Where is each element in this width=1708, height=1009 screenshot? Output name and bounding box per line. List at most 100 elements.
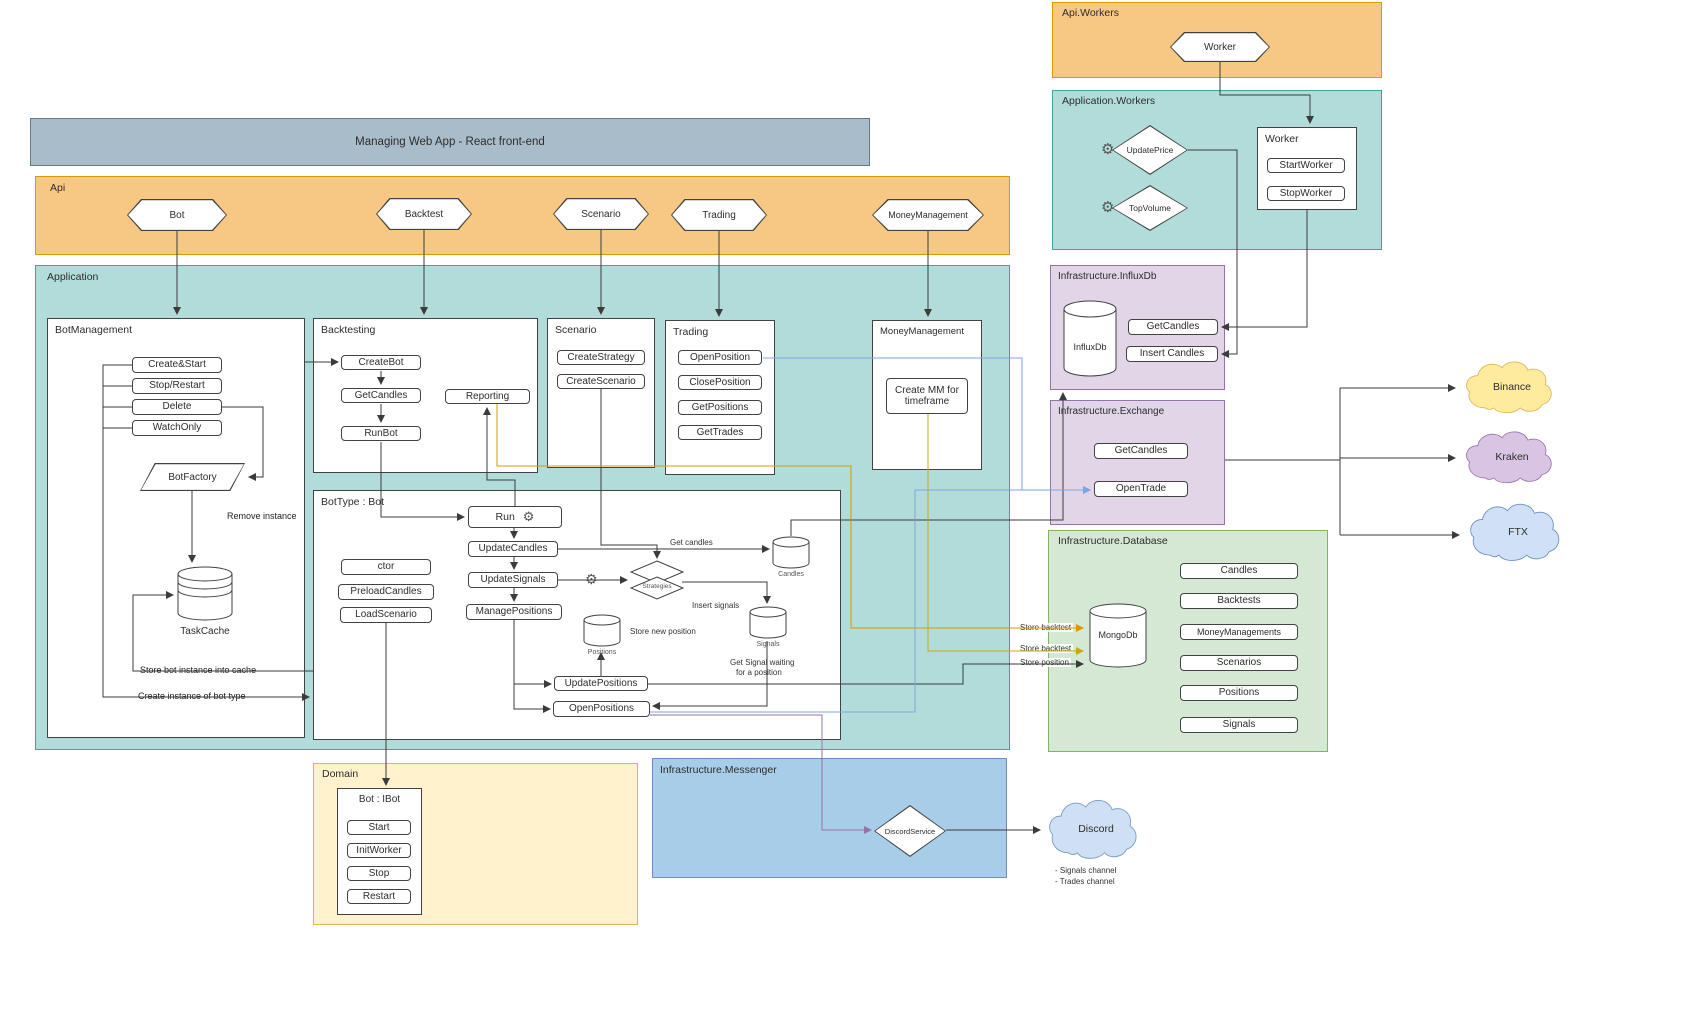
stop-button: Stop xyxy=(347,866,411,881)
update-signals-button: UpdateSignals xyxy=(468,572,558,588)
run-bot-button: RunBot xyxy=(341,426,421,441)
exchange-region-title: Infrastructure.Exchange xyxy=(1058,406,1165,417)
api-endpoint-scenario-label: Scenario xyxy=(554,199,648,229)
api-endpoint-trading-label: Trading xyxy=(672,200,766,230)
bot-type-title: BotType : Bot xyxy=(321,496,385,508)
cloud-shape xyxy=(1466,361,1552,414)
influx-insert-candles-button: Insert Candles xyxy=(1126,346,1218,362)
api-endpoint-backtest-label: Backtest xyxy=(377,199,471,229)
get-trades-button: GetTrades xyxy=(678,425,762,440)
moneymanagements-collection: MoneyManagements xyxy=(1180,624,1298,640)
api-endpoint-backtest: Backtest xyxy=(376,198,472,230)
bot-factory-shape: BotFactory xyxy=(140,463,245,491)
messenger-region xyxy=(652,758,1007,878)
application-workers-region-title: Application.Workers xyxy=(1062,95,1156,107)
preload-candles-button: PreloadCandles xyxy=(338,584,434,600)
candles-collection: Candles xyxy=(1180,563,1298,579)
money-management-title: MoneyManagement xyxy=(880,326,964,337)
run-label: Run xyxy=(495,510,515,523)
application-region-title: Application xyxy=(47,271,99,283)
api-endpoint-moneymanagement-label: MoneyManagement xyxy=(873,200,983,230)
restart-button: Restart xyxy=(347,889,411,904)
binance-label: Binance xyxy=(1493,381,1531,393)
manage-positions-button: ManagePositions xyxy=(466,604,562,620)
edge-exchange-trunk xyxy=(1225,388,1341,535)
api-endpoint-scenario: Scenario xyxy=(553,198,649,230)
binance-cloud: Binance xyxy=(1462,358,1562,416)
create-instance-note: Create instance of bot type xyxy=(136,691,248,701)
domain-region-title: Domain xyxy=(322,768,359,780)
database-region-title: Infrastructure.Database xyxy=(1058,535,1168,547)
insert-signals-edge-label: Insert signals xyxy=(690,601,742,610)
store-backtest-edge-label-1: Store backtest xyxy=(1018,623,1074,632)
discord-label: Discord xyxy=(1078,823,1114,835)
exchange-get-candles-button: GetCandles xyxy=(1094,443,1188,459)
kraken-cloud: Kraken xyxy=(1462,428,1562,486)
task-cache-label: TaskCache xyxy=(180,626,230,637)
remove-instance-note: Remove instance xyxy=(225,511,299,521)
get-signal-edge-label-1: Get Signal waiting xyxy=(728,658,797,667)
signals-collection: Signals xyxy=(1180,717,1298,733)
create-scenario-button: CreateScenario xyxy=(557,374,645,389)
influxdb-cylinder xyxy=(1063,300,1117,377)
strategies-label: Strategies xyxy=(642,583,672,590)
signals-cylinder-label: Signals xyxy=(756,641,780,648)
run-button: Run ⚙ xyxy=(468,506,562,528)
get-positions-button: GetPositions xyxy=(678,400,762,415)
update-candles-button: UpdateCandles xyxy=(468,541,558,557)
cloud-shape xyxy=(1466,431,1552,484)
positions-cylinder xyxy=(583,614,621,647)
scenarios-collection: Scenarios xyxy=(1180,655,1298,671)
get-candles-edge-label: Get candles xyxy=(668,538,715,547)
create-strategy-button: CreateStrategy xyxy=(557,350,645,365)
reporting-button: Reporting xyxy=(445,389,530,404)
store-backtest-edge-label-2: Store backtest xyxy=(1018,644,1074,653)
messenger-region-title: Infrastructure.Messenger xyxy=(660,764,777,776)
api-endpoint-trading: Trading xyxy=(671,199,767,231)
cloud-shape xyxy=(1049,800,1137,859)
update-positions-button: UpdatePositions xyxy=(554,676,648,691)
ctor-button: ctor xyxy=(341,559,431,575)
positions-cylinder-label: Positions xyxy=(587,649,617,656)
bot-management-title: BotManagement xyxy=(55,324,133,336)
get-signal-edge-label-2: for a position xyxy=(734,668,784,677)
start-worker-button: StartWorker xyxy=(1267,158,1345,173)
exchange-region xyxy=(1050,400,1225,525)
candles-cylinder-label: Candles xyxy=(778,571,804,578)
watch-only-button: WatchOnly xyxy=(132,420,222,436)
influxdb-cylinder-label: InfluxDb xyxy=(1073,342,1107,352)
backtests-collection: Backtests xyxy=(1180,593,1298,609)
gear-icon: ⚙ xyxy=(585,571,598,587)
mongodb-cylinder xyxy=(1089,603,1147,668)
trading-title: Trading xyxy=(673,326,709,338)
get-candles-button: GetCandles xyxy=(341,388,421,403)
create-bot-button: CreateBot xyxy=(341,355,421,370)
web-app-header-label: Managing Web App - React front-end xyxy=(355,136,545,148)
backtesting-title: Backtesting xyxy=(321,324,376,336)
load-scenario-button: LoadScenario xyxy=(340,607,432,623)
close-position-button: ClosePosition xyxy=(678,375,762,390)
trading-node: Trading xyxy=(665,320,775,475)
api-endpoint-bot: Bot xyxy=(127,199,227,231)
influxdb-region-title: Infrastructure.InfluxDb xyxy=(1058,271,1157,282)
influx-get-candles-button: GetCandles xyxy=(1128,319,1218,335)
api-region-title: Api xyxy=(50,182,66,194)
web-app-header: Managing Web App - React front-end xyxy=(30,118,870,166)
stop-restart-button: Stop/Restart xyxy=(132,378,222,394)
open-position-button: OpenPosition xyxy=(678,350,762,365)
init-worker-button: InitWorker xyxy=(347,843,411,858)
task-cache-cylinder xyxy=(177,566,233,621)
mongodb-cylinder-label: MongoDb xyxy=(1098,630,1138,640)
scenario-node: Scenario xyxy=(547,318,655,468)
strategies-shape xyxy=(630,560,684,600)
gear-icon: ⚙ xyxy=(522,508,535,524)
worker-node-title: Worker xyxy=(1265,133,1299,145)
candles-cylinder xyxy=(772,536,810,569)
api-endpoint-moneymanagement: MoneyManagement xyxy=(872,199,984,231)
discord-cloud: Discord xyxy=(1045,796,1147,862)
delete-button: Delete xyxy=(132,399,222,415)
stop-worker-button: StopWorker xyxy=(1267,186,1345,201)
discord-note-signals: - Signals channel xyxy=(1053,866,1119,875)
worker-endpoint: Worker xyxy=(1170,32,1270,62)
